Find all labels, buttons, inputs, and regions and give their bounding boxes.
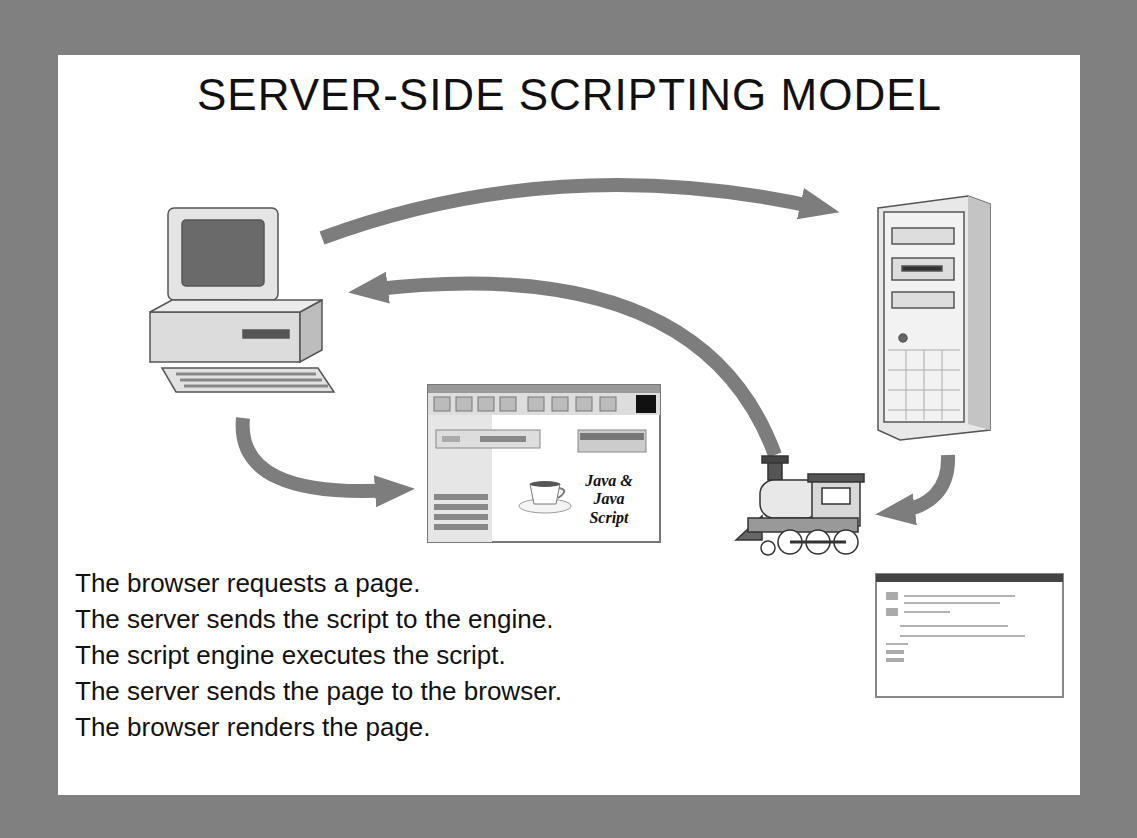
client-computer [150,208,334,392]
illustration-caption: Java & Java Script [574,472,644,527]
step-text: The server sends the script to the engin… [75,604,553,635]
server-tower [878,196,990,440]
browser-window [428,385,660,542]
step-text: The browser requests a page. [75,568,420,599]
script-engine-locomotive [736,456,864,555]
step-text: The server sends the page to the browser… [75,676,562,707]
diagram-title: SERVER-SIDE SCRIPTING MODEL [197,70,942,120]
step-text: The browser renders the page. [75,712,431,743]
rendered-page [876,574,1063,697]
step-text: The script engine executes the script. [75,640,506,671]
